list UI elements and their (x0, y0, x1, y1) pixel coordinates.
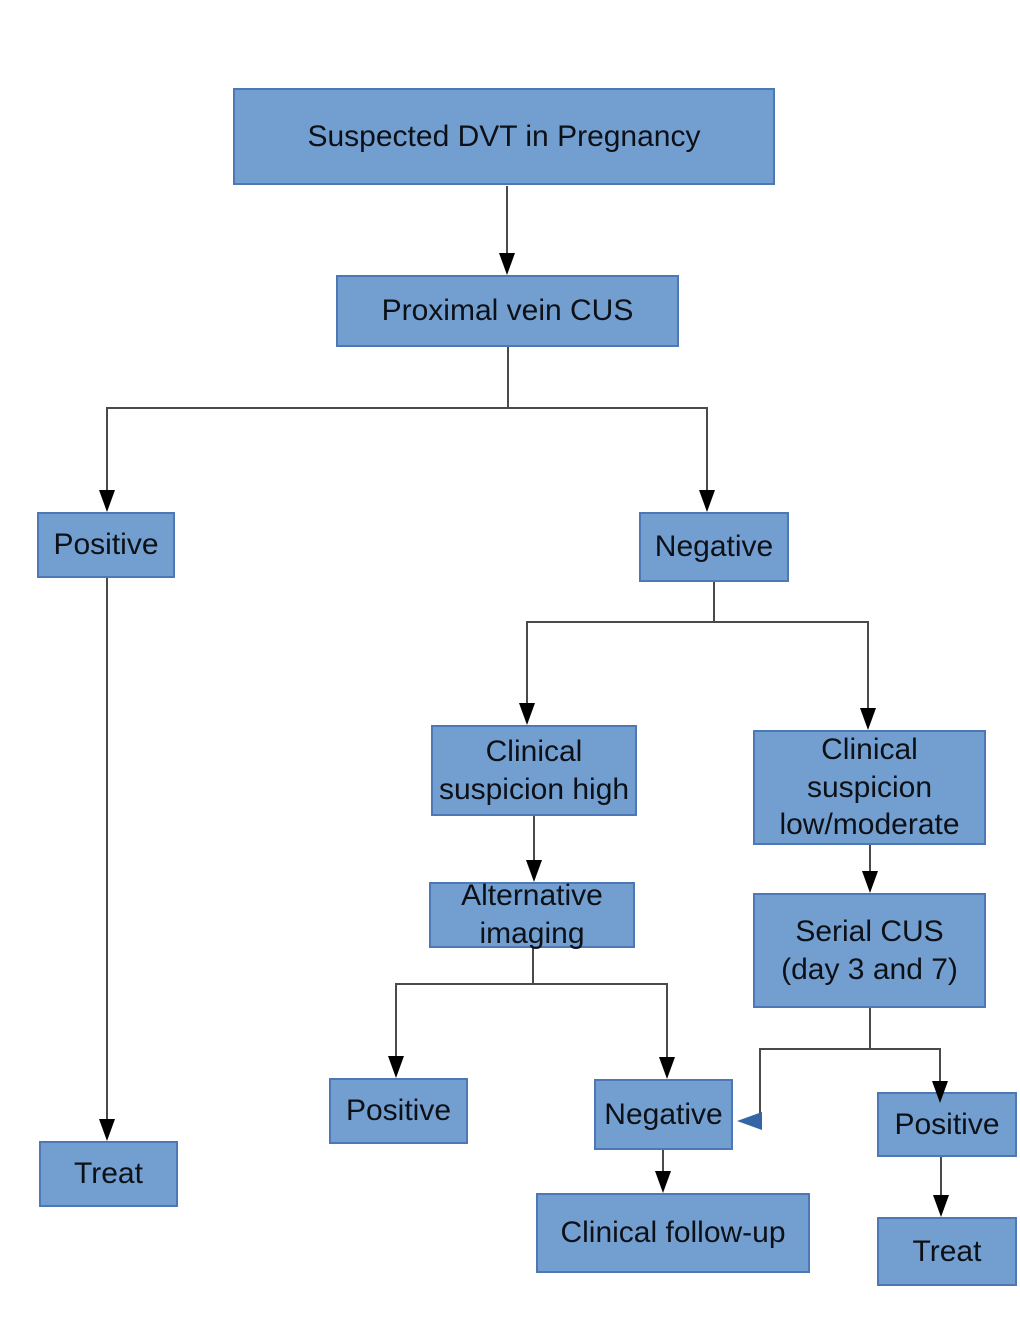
node-treat-serial: Treat (877, 1217, 1017, 1286)
connector-line (713, 582, 715, 623)
connector-line (526, 621, 869, 623)
connector-line (533, 816, 535, 861)
connector-line (869, 845, 871, 872)
arrowhead-down-icon (860, 708, 876, 730)
connector-line (507, 347, 509, 409)
node-negative-imaging: Negative (594, 1079, 733, 1150)
arrowhead-down-icon (388, 1056, 404, 1078)
connector-line (759, 1048, 761, 1122)
node-positive-imaging: Positive (329, 1078, 468, 1144)
arrowhead-down-icon (699, 490, 715, 512)
node-treat-cus: Treat (39, 1141, 178, 1207)
connector-line (662, 1150, 664, 1172)
arrowhead-down-icon (655, 1171, 671, 1193)
arrowhead-down-icon (659, 1057, 675, 1079)
arrowhead-down-icon (519, 703, 535, 725)
connector-line (106, 578, 108, 1120)
connector-line (395, 983, 397, 1057)
connector-line (867, 621, 869, 709)
connector-line (940, 1157, 942, 1196)
connector-line (759, 1048, 941, 1050)
connector-line (939, 1048, 941, 1082)
node-clinical-followup: Clinical follow-up (536, 1193, 810, 1273)
arrowhead-left-icon (737, 1112, 762, 1130)
arrowhead-down-icon (99, 1119, 115, 1141)
connector-line (526, 621, 528, 704)
arrowhead-down-icon (862, 871, 878, 893)
node-clinical-suspicion-low-moderate: Clinical suspicion low/moderate (753, 730, 986, 845)
arrowhead-down-icon (526, 860, 542, 882)
node-suspected-dvt: Suspected DVT in Pregnancy (233, 88, 775, 185)
node-serial-cus: Serial CUS (day 3 and 7) (753, 893, 986, 1008)
node-proximal-vein-cus: Proximal vein CUS (336, 275, 679, 347)
arrowhead-down-icon (499, 253, 515, 275)
connector-line (506, 186, 508, 254)
connector-line (666, 983, 668, 1058)
arrowhead-down-icon (99, 490, 115, 512)
node-clinical-suspicion-high: Clinical suspicion high (431, 725, 637, 816)
connector-line (106, 407, 708, 409)
connector-line (532, 948, 534, 985)
connector-line (869, 1008, 871, 1050)
connector-line (706, 407, 708, 491)
connector-line (395, 983, 668, 985)
node-alternative-imaging: Alternative imaging (429, 879, 635, 950)
node-negative-cus: Negative (639, 512, 789, 582)
connector-line (106, 407, 108, 491)
node-positive-cus: Positive (37, 512, 175, 578)
arrowhead-down-icon (933, 1195, 949, 1217)
arrowhead-down-icon (932, 1081, 948, 1103)
